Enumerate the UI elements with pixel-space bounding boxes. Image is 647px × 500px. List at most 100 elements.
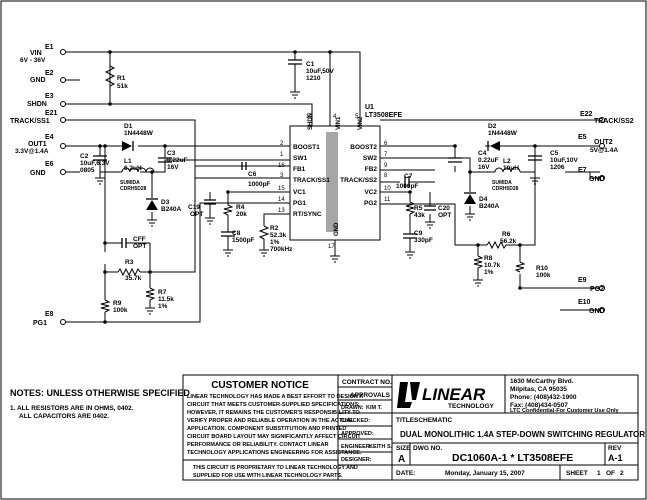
pin-num: 6 — [384, 141, 388, 147]
pin-num: 10 — [384, 186, 391, 192]
svg-text:11.5k: 11.5k — [158, 296, 174, 303]
pin-vc2: VC2 — [364, 189, 377, 196]
resistor-r1: R1 51k — [104, 60, 128, 90]
pin-vc1: VC1 — [293, 189, 306, 196]
notes-line-1: 1. ALL RESISTORS ARE IN OHMS, 0402. — [10, 405, 134, 412]
pin-rt-sync: RT/SYNC — [293, 211, 322, 218]
pin-boost1: BOOST1 — [293, 144, 320, 151]
terminal-e8: E8 PG1 — [33, 311, 66, 327]
svg-text:C20: C20 — [438, 205, 450, 212]
svg-text:LINEAR: LINEAR — [422, 385, 486, 404]
resistor-r6: R6 56.2k — [486, 231, 517, 250]
pin-pg1: PG1 — [293, 200, 306, 207]
svg-text:Monday, January 15, 2007: Monday, January 15, 2007 — [445, 470, 525, 477]
svg-text:TRACK/SS1: TRACK/SS1 — [10, 118, 50, 125]
svg-text:TECHNOLOGY APPLICATIONS ENGINE: TECHNOLOGY APPLICATIONS ENGINEERING FOR … — [187, 450, 362, 456]
svg-text:CFF: CFF — [133, 236, 146, 243]
svg-text:2: 2 — [620, 470, 624, 477]
pin-num: 2 — [280, 141, 284, 147]
svg-text:E3: E3 — [45, 93, 54, 100]
svg-text:100k: 100k — [536, 272, 551, 279]
junctions — [98, 50, 537, 324]
svg-text:DWG NO.: DWG NO. — [413, 445, 442, 452]
svg-text:1206: 1206 — [550, 164, 565, 171]
svg-text:R10: R10 — [536, 265, 548, 272]
pin-fb2: FB2 — [365, 166, 378, 173]
svg-text:OUT1: OUT1 — [28, 141, 47, 148]
notes: NOTES: UNLESS OTHERWISE SPECIFIED 1. ALL… — [10, 388, 190, 420]
svg-text:C4: C4 — [478, 150, 487, 157]
svg-text:GND: GND — [30, 170, 46, 177]
pin-shdn-label: SHDN — [308, 113, 314, 130]
pin-gnd: GND — [334, 222, 340, 236]
svg-text:E22: E22 — [580, 111, 593, 118]
svg-text:D3: D3 — [161, 199, 170, 206]
svg-text:VIN: VIN — [30, 50, 42, 57]
svg-text:56.2k: 56.2k — [500, 238, 517, 245]
resistor-r3: R3 35.7k — [117, 259, 142, 282]
svg-text:0.22uF: 0.22uF — [478, 157, 499, 164]
svg-text:THIS CIRCUIT IS PROPRIETARY TO: THIS CIRCUIT IS PROPRIETARY TO LINEAR TE… — [193, 465, 358, 471]
svg-text:C6: C6 — [248, 171, 257, 178]
svg-text:1%: 1% — [270, 239, 280, 246]
svg-text:CIRCUIT BOARD LAYOUT MAY SIGNI: CIRCUIT BOARD LAYOUT MAY SIGNIFICANTLY A… — [187, 434, 361, 440]
svg-text:5V@1.4A: 5V@1.4A — [590, 147, 618, 154]
svg-text:1N4448W: 1N4448W — [124, 130, 154, 137]
notes-line-2: ALL CAPACITORS ARE 0402. — [19, 413, 109, 420]
pin-12-num: 12 — [306, 114, 313, 120]
terminal-e2: E2 GND — [30, 70, 66, 84]
svg-text:L1: L1 — [124, 158, 132, 165]
svg-text:1500pF: 1500pF — [232, 237, 254, 244]
svg-text:E9: E9 — [578, 277, 587, 284]
ic-u1: U1 LT3508EFE SHDN VIN1 VIN2 12 4 5 BOOST… — [278, 104, 403, 250]
svg-text:GND: GND — [30, 77, 46, 84]
pin-track-ss1: TRACK/SS1 — [293, 177, 330, 184]
svg-text:SUMIDA: SUMIDA — [492, 180, 512, 186]
svg-text:E4: E4 — [45, 134, 54, 141]
inductor-l1: L1 6.2uH SUMIDA CDRH5D28 — [120, 158, 155, 192]
inductor-l2: L2 10uH SUMIDA CDRH5D28 — [492, 158, 521, 192]
svg-text:OUT2: OUT2 — [594, 139, 613, 146]
terminal-e1: E1 VIN 6V - 36V — [20, 44, 66, 64]
capacitor-c3: C3 0.22uF 16V — [158, 150, 188, 171]
capacitor-c19: C19 OPT — [188, 199, 216, 218]
capacitor-c5: C5 10uF,10V 1206 — [528, 150, 578, 171]
svg-text:100k: 100k — [113, 307, 128, 314]
svg-text:43k: 43k — [414, 212, 425, 219]
svg-text:1%: 1% — [484, 269, 494, 276]
svg-text:SUPPLIED FOR USE WITH LINEAR T: SUPPLIED FOR USE WITH LINEAR TECHNOLOGY … — [193, 473, 343, 479]
capacitor-c8: C8 1500pF — [221, 230, 254, 244]
svg-text:1N4448W: 1N4448W — [488, 130, 518, 137]
svg-text:DESIGNER:: DESIGNER: — [341, 457, 372, 463]
svg-text:C7: C7 — [404, 173, 413, 180]
title-block: CUSTOMER NOTICE LINEAR TECHNOLOGY HAS MA… — [182, 374, 645, 481]
svg-text:R7: R7 — [158, 289, 167, 296]
resistor-r4: R4 20k — [222, 204, 247, 218]
svg-text:OPT: OPT — [133, 243, 146, 250]
svg-text:LTC Confidential-For Customer: LTC Confidential-For Customer Use Only — [510, 408, 620, 414]
svg-text:E7: E7 — [578, 167, 587, 174]
diode-d4: D4 B240A — [464, 192, 500, 210]
svg-text:REV: REV — [608, 445, 622, 452]
svg-text:1630 McCarthy Blvd.: 1630 McCarthy Blvd. — [510, 378, 574, 385]
svg-text:R9: R9 — [113, 300, 122, 307]
pin-num: 9 — [384, 163, 388, 169]
svg-text:TRACK/SS2: TRACK/SS2 — [594, 118, 634, 125]
diode-d1: D1 1N4448W — [122, 123, 154, 151]
svg-text:SCHEMATIC: SCHEMATIC — [414, 417, 452, 424]
pin-num: 16 — [278, 163, 285, 169]
capacitor-cff: CFF OPT — [121, 236, 146, 250]
svg-text:6.2uH: 6.2uH — [124, 165, 142, 172]
pin-num: 14 — [278, 197, 285, 203]
pin-num: 13 — [278, 208, 285, 214]
pin-sw1: SW1 — [293, 155, 307, 162]
svg-text:C1: C1 — [306, 61, 315, 68]
ground-symbols — [95, 91, 540, 315]
svg-text:C19: C19 — [188, 204, 200, 211]
svg-text:APPROVALS: APPROVALS — [350, 392, 391, 399]
svg-text:10uF,10V: 10uF,10V — [550, 157, 578, 164]
capacitor-c4: C4 0.22uF 16V — [448, 150, 499, 171]
svg-text:CDRH5D28: CDRH5D28 — [120, 186, 147, 192]
svg-text:OPT: OPT — [190, 211, 203, 218]
svg-text:PG2: PG2 — [590, 286, 604, 293]
